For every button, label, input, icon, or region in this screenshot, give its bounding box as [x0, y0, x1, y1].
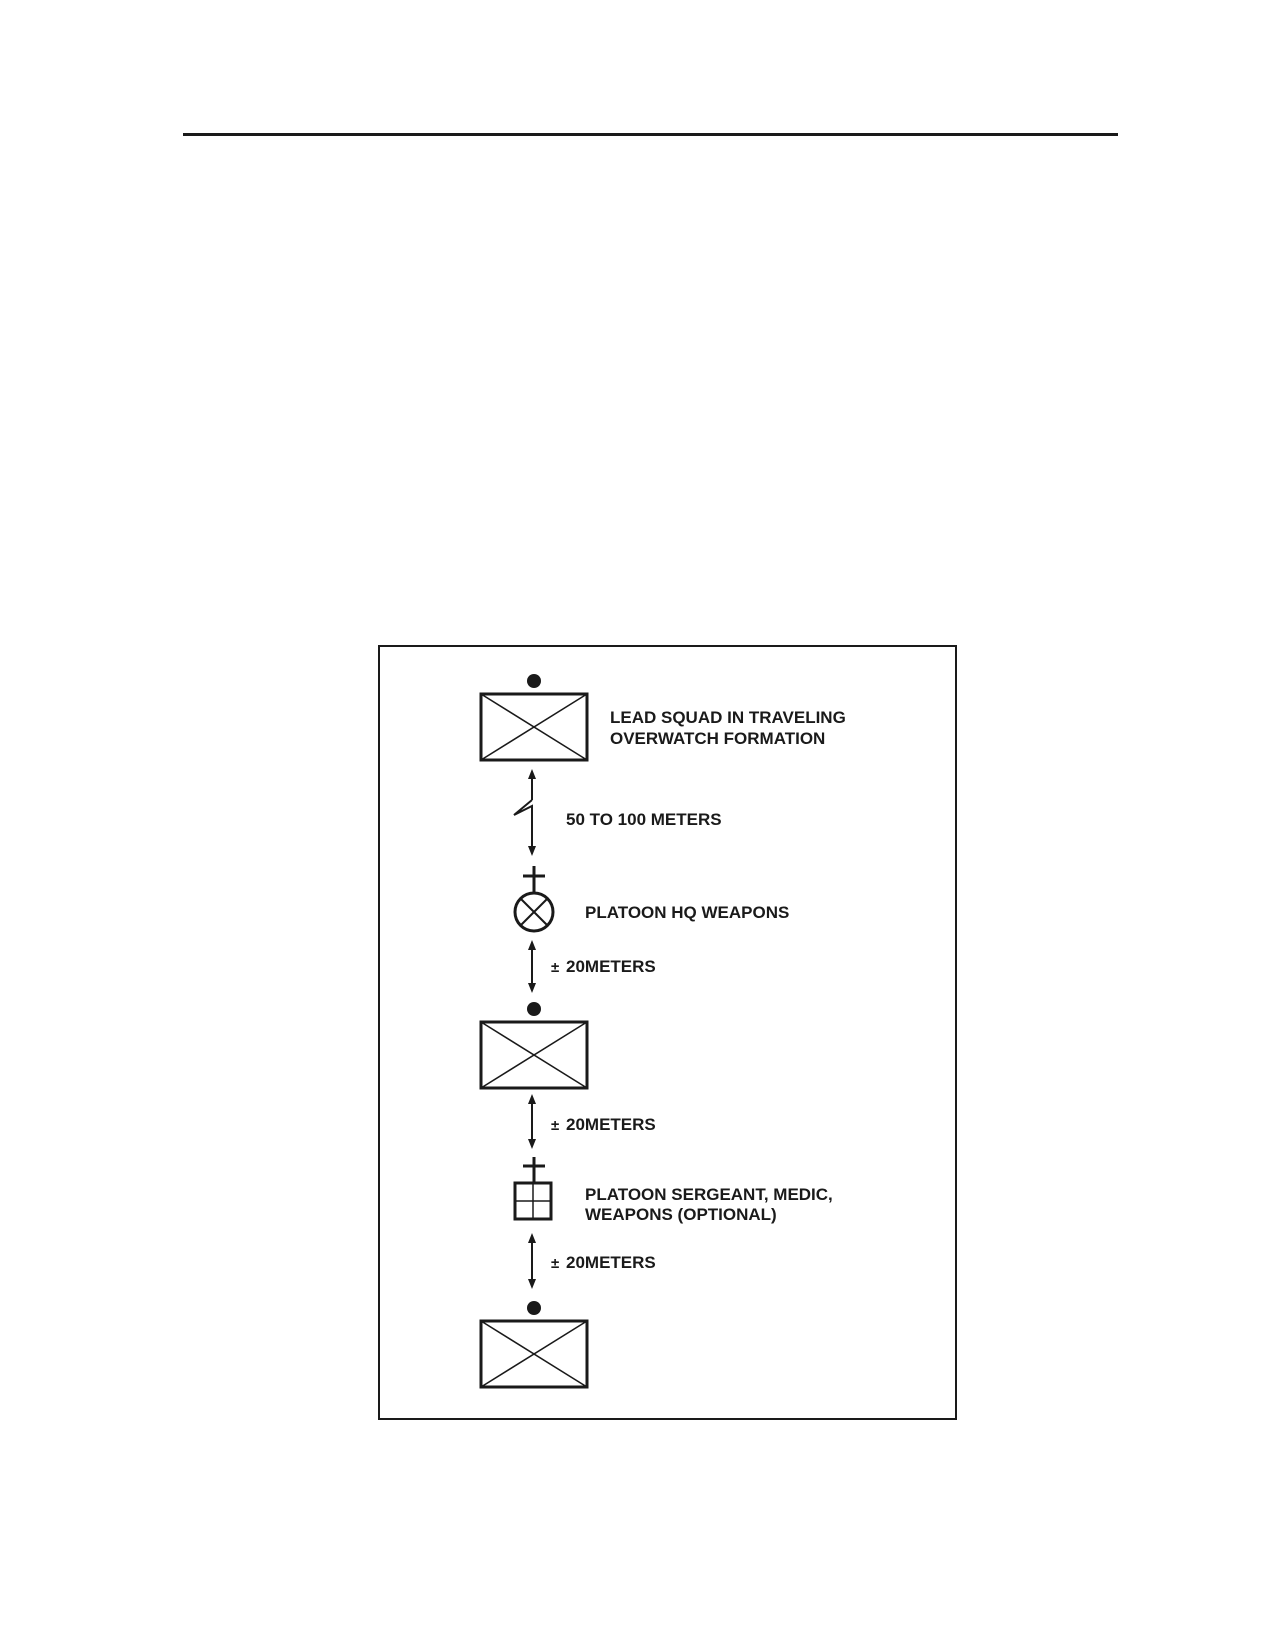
distance-arrow: [528, 1094, 536, 1149]
platoon-hq-label: PLATOON HQ WEAPONS: [585, 903, 789, 922]
platoon-sergeant-symbol: [513, 1157, 553, 1221]
infantry-cross: [480, 693, 588, 761]
second-squad-symbol: [479, 1002, 589, 1090]
arrow-head-down: [528, 1279, 536, 1289]
platoon-sergeant-label-line2: WEAPONS (OPTIONAL): [585, 1205, 777, 1224]
platoon-sergeant-label-line1: PLATOON SERGEANT, MEDIC,: [585, 1185, 833, 1204]
distance-arrow: [528, 940, 536, 993]
lead-squad-label-line1: LEAD SQUAD IN TRAVELING: [610, 708, 846, 727]
arrow-head-up: [528, 769, 536, 779]
lead-squad-label-line2: OVERWATCH FORMATION: [610, 729, 825, 748]
gap-distance-label: 20METERS: [566, 1253, 656, 1272]
infantry-cross: [480, 1320, 588, 1388]
squad-size-dot: [527, 1301, 541, 1315]
header-rule: [183, 133, 1118, 136]
arrow-head-down: [528, 1139, 536, 1149]
gap-distance-label: 20METERS: [566, 957, 656, 976]
figure-frame: [378, 645, 957, 1420]
squad-size-dot: [527, 1002, 541, 1016]
break-zigzag: [513, 799, 533, 816]
plus-minus-sign: ±: [551, 1117, 559, 1134]
arrow-head-up: [528, 1233, 536, 1243]
gap-distance-label: 20METERS: [566, 1115, 656, 1134]
arrow-head-down: [528, 983, 536, 993]
infantry-box: [479, 692, 589, 762]
distance-arrow: [528, 1233, 536, 1289]
arrow-head-up: [528, 1094, 536, 1104]
hq-cross: [520, 898, 548, 926]
arrow-head-down: [528, 846, 536, 856]
squad-size-dot: [527, 674, 541, 688]
plus-minus-sign: ±: [551, 1255, 559, 1272]
hq-circle: [513, 891, 555, 933]
infantry-cross: [480, 1021, 588, 1089]
lead-squad-symbol: [479, 674, 589, 762]
third-squad-symbol: [479, 1301, 589, 1389]
infantry-box: [479, 1319, 589, 1389]
gap-distance-label: 50 TO 100 METERS: [566, 810, 722, 829]
infantry-box: [479, 1020, 589, 1090]
break-distance-arrow: [513, 769, 536, 856]
platoon-hq-symbol: [513, 866, 555, 933]
plus-minus-sign: ±: [551, 959, 559, 976]
arrow-head-up: [528, 940, 536, 950]
